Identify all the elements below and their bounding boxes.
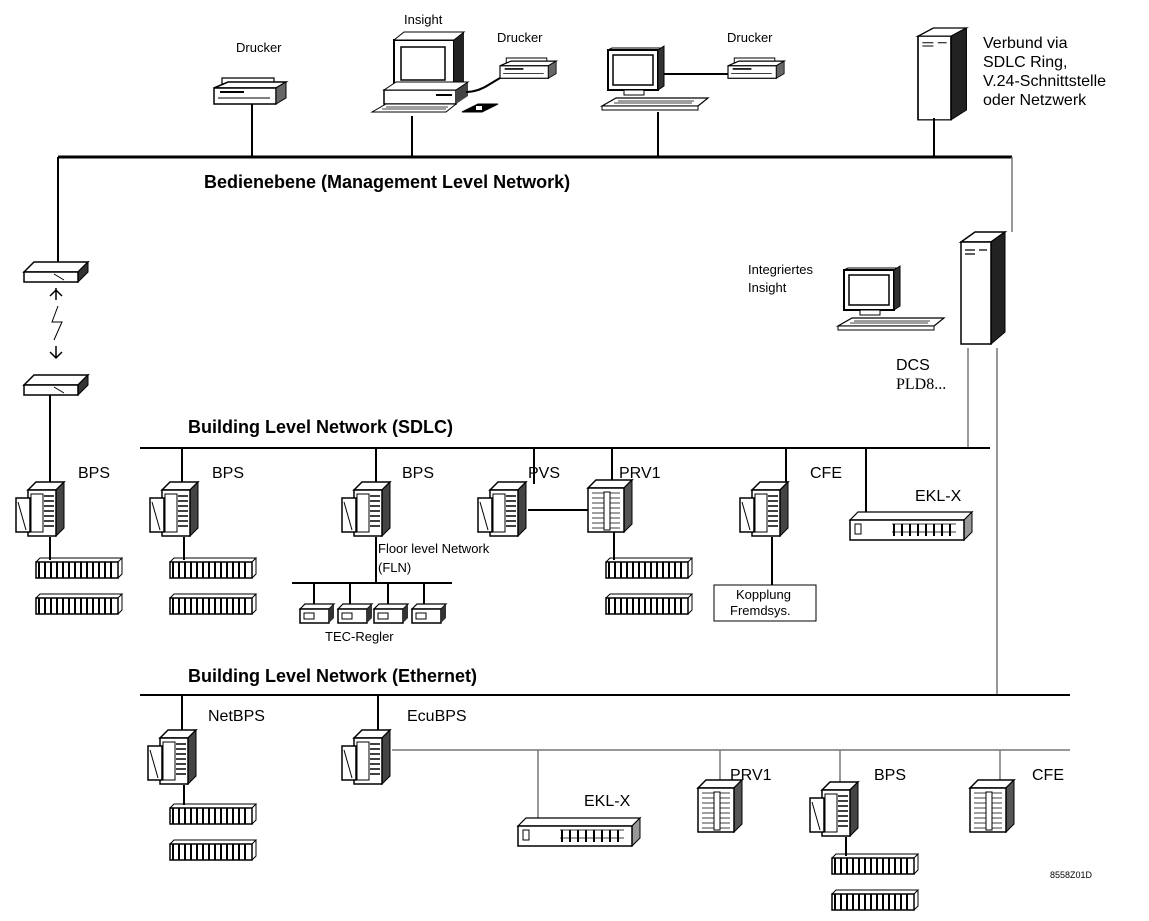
verbund-label-2: SDLC Ring,	[983, 54, 1067, 71]
modem-link	[23, 157, 89, 484]
cfe-sdlc: Kopplung Fremdsys. CFE	[713, 448, 842, 622]
sdlc-network: Building Level Network (SDLC)	[140, 417, 990, 449]
dcs-label: DCS	[896, 357, 930, 374]
eklx-sdlc-label: EKL-X	[915, 488, 962, 505]
sdlc-network-title: Building Level Network (SDLC)	[188, 417, 453, 437]
pvs: PVS	[477, 448, 588, 537]
pld-label: PLD8...	[896, 376, 946, 393]
bps-2: BPS Floor level Network (FLN)	[292, 448, 490, 604]
bps-ethernet: BPS	[809, 750, 919, 911]
verbund-label-3: V.24-Schnittstelle	[983, 73, 1106, 90]
bps-modem-label: BPS	[78, 465, 110, 482]
netbps-label: NetBPS	[208, 708, 265, 725]
dcs-server: DCS PLD8...	[896, 231, 1006, 695]
tec-controllers: TEC-Regler	[299, 603, 447, 644]
cfe-sdlc-label: CFE	[810, 465, 842, 482]
printer-mid: Drucker	[497, 30, 557, 80]
workstation-right	[601, 45, 728, 157]
tec-label: TEC-Regler	[325, 629, 394, 644]
verbund-label-4: oder Netzwerk	[983, 92, 1087, 109]
printer-left-label: Drucker	[236, 40, 282, 55]
verbund-server: Verbund via SDLC Ring, V.24-Schnittstell…	[917, 27, 1106, 157]
printer-left: Drucker	[213, 40, 287, 157]
kopplung-label-2: Fremdsys.	[730, 603, 791, 618]
prv1-ethernet: PRV1	[697, 750, 772, 833]
figure-code: 8558Z01D	[1050, 870, 1093, 880]
management-network-title: Bedienebene (Management Level Network)	[204, 172, 570, 192]
fln-label-2: (FLN)	[378, 560, 411, 575]
verbund-label-1: Verbund via	[983, 35, 1068, 52]
ecubps-label: EcuBPS	[407, 708, 467, 725]
eklx-ethernet-label: EKL-X	[584, 793, 631, 810]
printer-right: Drucker	[727, 30, 785, 80]
netbps: NetBPS	[147, 695, 265, 861]
pvs-label: PVS	[528, 465, 560, 482]
bps-ethernet-label: BPS	[874, 767, 906, 784]
ethernet-network-title: Building Level Network (Ethernet)	[188, 666, 477, 686]
printer-mid-label: Drucker	[497, 30, 543, 45]
eklx-sdlc: EKL-X	[849, 448, 973, 541]
bps-2-label: BPS	[402, 465, 434, 482]
kopplung-label-1: Kopplung	[736, 587, 791, 602]
eklx-ethernet: EKL-X	[517, 750, 641, 847]
printer-right-label: Drucker	[727, 30, 773, 45]
cfe-ethernet-label: CFE	[1032, 767, 1064, 784]
cfe-ethernet: CFE	[969, 750, 1064, 833]
ecubps: EcuBPS	[341, 695, 1070, 785]
insight-label: Insight	[404, 12, 443, 27]
prv1-sdlc-label: PRV1	[619, 465, 661, 482]
integrated-label-2: Insight	[748, 280, 787, 295]
ethernet-network: Building Level Network (Ethernet)	[140, 666, 1070, 696]
bps-1: BPS	[149, 448, 257, 615]
bps-modem: BPS	[15, 465, 123, 615]
integrated-label-1: Integriertes	[748, 262, 814, 277]
fln-label-1: Floor level Network	[378, 541, 490, 556]
bps-1-label: BPS	[212, 465, 244, 482]
insight-workstation: Insight	[370, 12, 501, 157]
prv1-sdlc: PRV1	[587, 448, 693, 615]
prv1-ethernet-label: PRV1	[730, 767, 772, 784]
integrated-insight: Integriertes Insight	[748, 262, 945, 331]
management-network: Bedienebene (Management Level Network)	[58, 155, 1013, 232]
